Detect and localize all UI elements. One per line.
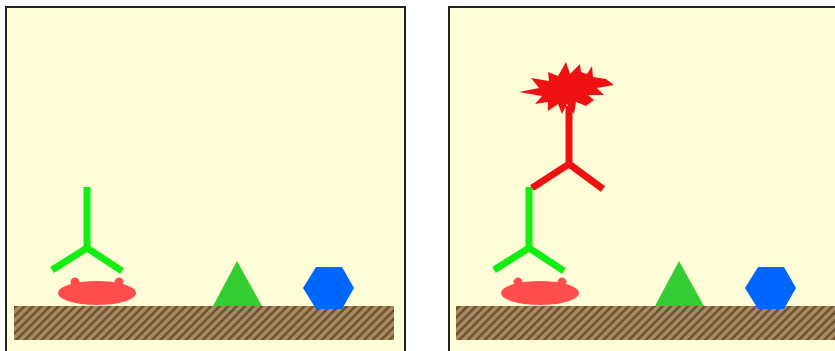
primary-antibody — [50, 187, 124, 274]
triangle-antigen — [213, 261, 262, 306]
antigen-blob — [501, 277, 579, 305]
ground-surface — [456, 306, 835, 340]
label-burst-icon — [519, 62, 614, 114]
left-panel — [5, 6, 406, 351]
triangle-antigen — [655, 261, 704, 306]
primary-antibody — [492, 187, 566, 274]
ground-surface — [14, 306, 394, 340]
secondary-antibody — [530, 106, 606, 192]
hexagon-antigen — [745, 267, 796, 309]
right-panel — [448, 6, 835, 351]
right-scene — [450, 8, 835, 351]
antigen-blob — [58, 277, 136, 305]
left-scene — [7, 8, 404, 351]
hexagon-antigen — [303, 267, 354, 309]
